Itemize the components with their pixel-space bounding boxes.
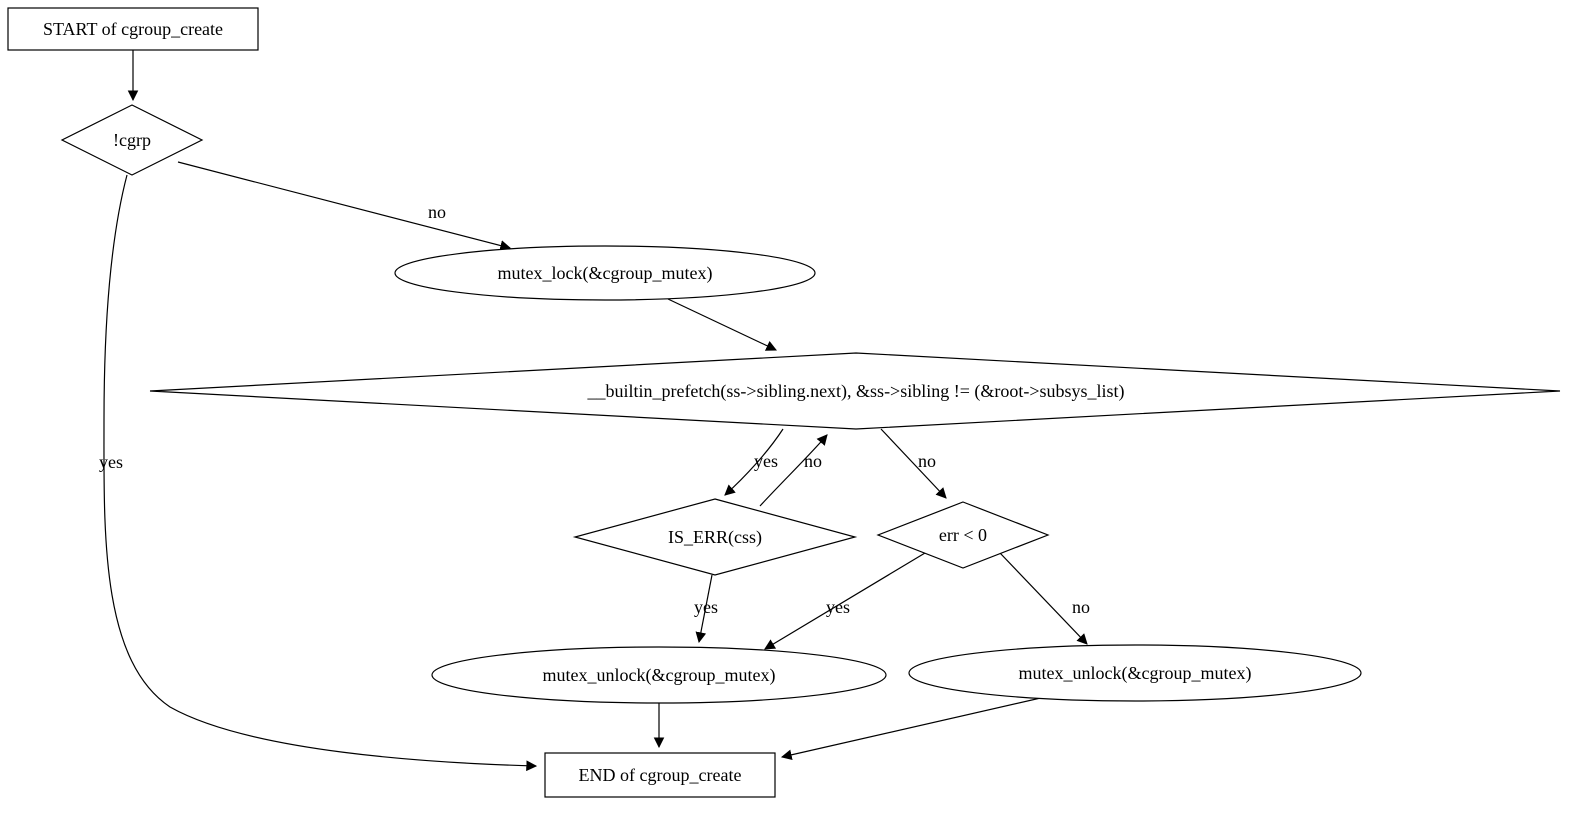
cgrp-label: !cgrp [113,130,151,150]
edge-mutex-lock-to-loop [667,298,777,351]
mutex-unlock-left-ellipse-shape [431,646,887,704]
edge-line [667,298,777,351]
mutex-lock-ellipse-shape [394,245,816,301]
edge-cgrp-to-mutex-lock-no: no [177,161,512,251]
end-label: END of cgroup_create [579,765,742,785]
node-start: START of cgroup_create [7,7,259,51]
edge-unlock-right-to-end [780,696,1046,761]
node-end: END of cgroup_create [544,752,776,798]
is-err-diamond-shape [572,498,858,576]
mutex-unlock-right-ellipse-shape [908,644,1362,702]
edge-err-to-unlock-left-yes: yes [764,552,926,650]
edge-label-yes: yes [754,451,778,471]
edge-label-no: no [804,451,822,471]
edge-line [759,434,828,507]
start-box-shape [7,7,259,51]
node-cgrp-check: !cgrp [60,104,204,176]
edge-cgrp-to-end-yes: yes [99,174,538,772]
edge-label-yes: yes [99,452,123,472]
edge-err-to-unlock-right-no: no [999,552,1090,645]
err-diamond-shape [876,501,1050,569]
edge-line [695,574,713,644]
cgrp-diamond-shape [60,104,204,176]
edge-loop-to-err-no: no [880,428,947,499]
start-label: START of cgroup_create [43,19,223,39]
mutex-unlock-right-label: mutex_unlock(&cgroup_mutex) [1019,663,1252,684]
edge-label-yes: yes [826,597,850,617]
loop-condition-label: __builtin_prefetch(ss->sibling.next), &s… [586,381,1124,402]
edge-line [780,696,1046,761]
node-loop-condition: __builtin_prefetch(ss->sibling.next), &s… [149,352,1561,430]
edge-line [999,552,1088,645]
edge-line [103,174,538,772]
mutex-unlock-left-label: mutex_unlock(&cgroup_mutex) [543,665,776,686]
end-box-shape [544,752,776,798]
edge-label-no: no [918,451,936,471]
edge-label-no: no [428,202,446,222]
node-mutex-lock: mutex_lock(&cgroup_mutex) [394,245,816,301]
err-check-label: err < 0 [939,525,987,545]
edge-iserr-to-unlock-left-yes: yes [694,574,718,644]
node-mutex-unlock-right: mutex_unlock(&cgroup_mutex) [908,644,1362,702]
node-err-check: err < 0 [876,501,1050,569]
edge-label-yes: yes [694,597,718,617]
edge-label-no: no [1072,597,1090,617]
node-mutex-unlock-left: mutex_unlock(&cgroup_mutex) [431,646,887,704]
edge-line [764,552,926,650]
is-err-label: IS_ERR(css) [668,527,762,548]
mutex-lock-label: mutex_lock(&cgroup_mutex) [498,263,713,284]
edge-line [177,161,512,251]
edge-iserr-to-loop-no: no [759,434,828,507]
edge-loop-to-iserr-yes: yes [724,428,784,496]
loop-diamond-shape [149,352,1561,430]
node-is-err: IS_ERR(css) [572,498,858,576]
edge-line [724,428,784,496]
edge-line [880,428,947,499]
